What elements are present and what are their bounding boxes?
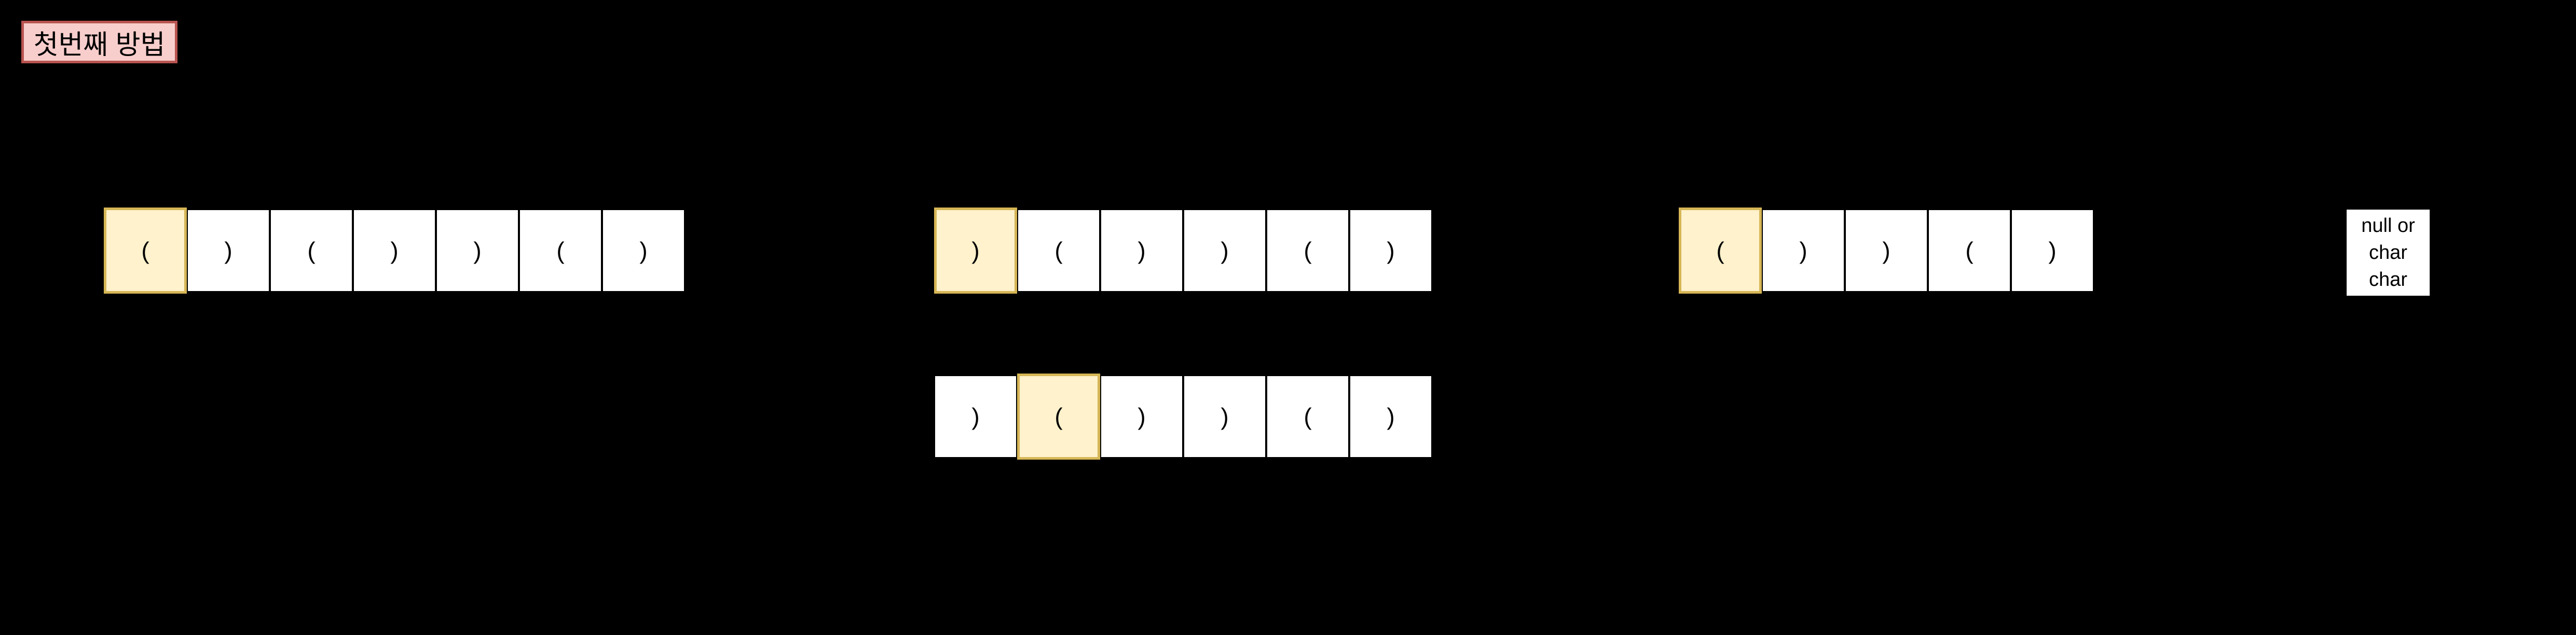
paren-char: ): [971, 237, 980, 264]
paren-char: ): [639, 237, 648, 264]
paren-char: (: [1716, 237, 1724, 264]
paren-char: ): [1138, 237, 1146, 264]
array-cell: ): [602, 209, 685, 292]
array-cell: (: [1266, 375, 1349, 458]
paren-char: (: [1054, 403, 1063, 430]
array-cell-highlighted: ): [934, 208, 1017, 294]
paren-array-4: ()) (): [1679, 208, 2094, 294]
paren-char: ): [1882, 237, 1890, 264]
paren-char: ): [971, 403, 980, 430]
result-line: null or: [2361, 215, 2415, 237]
paren-array-3: ) ()) (): [934, 374, 1432, 460]
paren-char: (: [1304, 403, 1312, 430]
paren-char: ): [1138, 403, 1146, 430]
paren-char: ): [473, 237, 482, 264]
array-cell: (: [270, 209, 353, 292]
array-cell-highlighted: (: [1679, 208, 1762, 294]
method-label: 첫번째 방법: [21, 21, 177, 63]
paren-char: (: [1965, 237, 1974, 264]
array-cell: ): [1100, 375, 1183, 458]
array-cell-highlighted: (: [104, 208, 187, 294]
paren-char: ): [1799, 237, 1807, 264]
result-line: char: [2369, 242, 2407, 264]
array-cell: ): [934, 375, 1017, 458]
paren-char: ): [1387, 237, 1395, 264]
array-cell: (: [519, 209, 602, 292]
paren-char: (: [1054, 237, 1063, 264]
array-cell: ): [1349, 209, 1432, 292]
array-cell: ): [1183, 375, 1266, 458]
paren-char: (: [1304, 237, 1312, 264]
array-cell: ): [1349, 375, 1432, 458]
array-cell: ): [2011, 209, 2094, 292]
result-box: null or char char: [2347, 210, 2430, 296]
paren-char: (: [141, 237, 149, 264]
array-cell: ): [1845, 209, 1928, 292]
paren-char: ): [224, 237, 232, 264]
paren-array-2: ) ()) (): [934, 208, 1432, 294]
paren-char: (: [307, 237, 316, 264]
array-cell: ): [1100, 209, 1183, 292]
result-line: char: [2369, 269, 2407, 291]
array-cell: (: [1266, 209, 1349, 292]
paren-char: ): [2048, 237, 2057, 264]
array-cell: ): [353, 209, 436, 292]
paren-char: ): [1221, 403, 1229, 430]
paren-char: (: [556, 237, 565, 264]
array-cell-highlighted: (: [1017, 374, 1100, 460]
array-cell: ): [436, 209, 519, 292]
array-cell: ): [187, 209, 270, 292]
array-cell: (: [1017, 209, 1100, 292]
array-cell: (: [1928, 209, 2011, 292]
paren-char: ): [390, 237, 399, 264]
paren-array-1: () ()) (): [104, 208, 685, 294]
array-cell: ): [1762, 209, 1845, 292]
paren-char: ): [1387, 403, 1395, 430]
paren-char: ): [1221, 237, 1229, 264]
array-cell: ): [1183, 209, 1266, 292]
